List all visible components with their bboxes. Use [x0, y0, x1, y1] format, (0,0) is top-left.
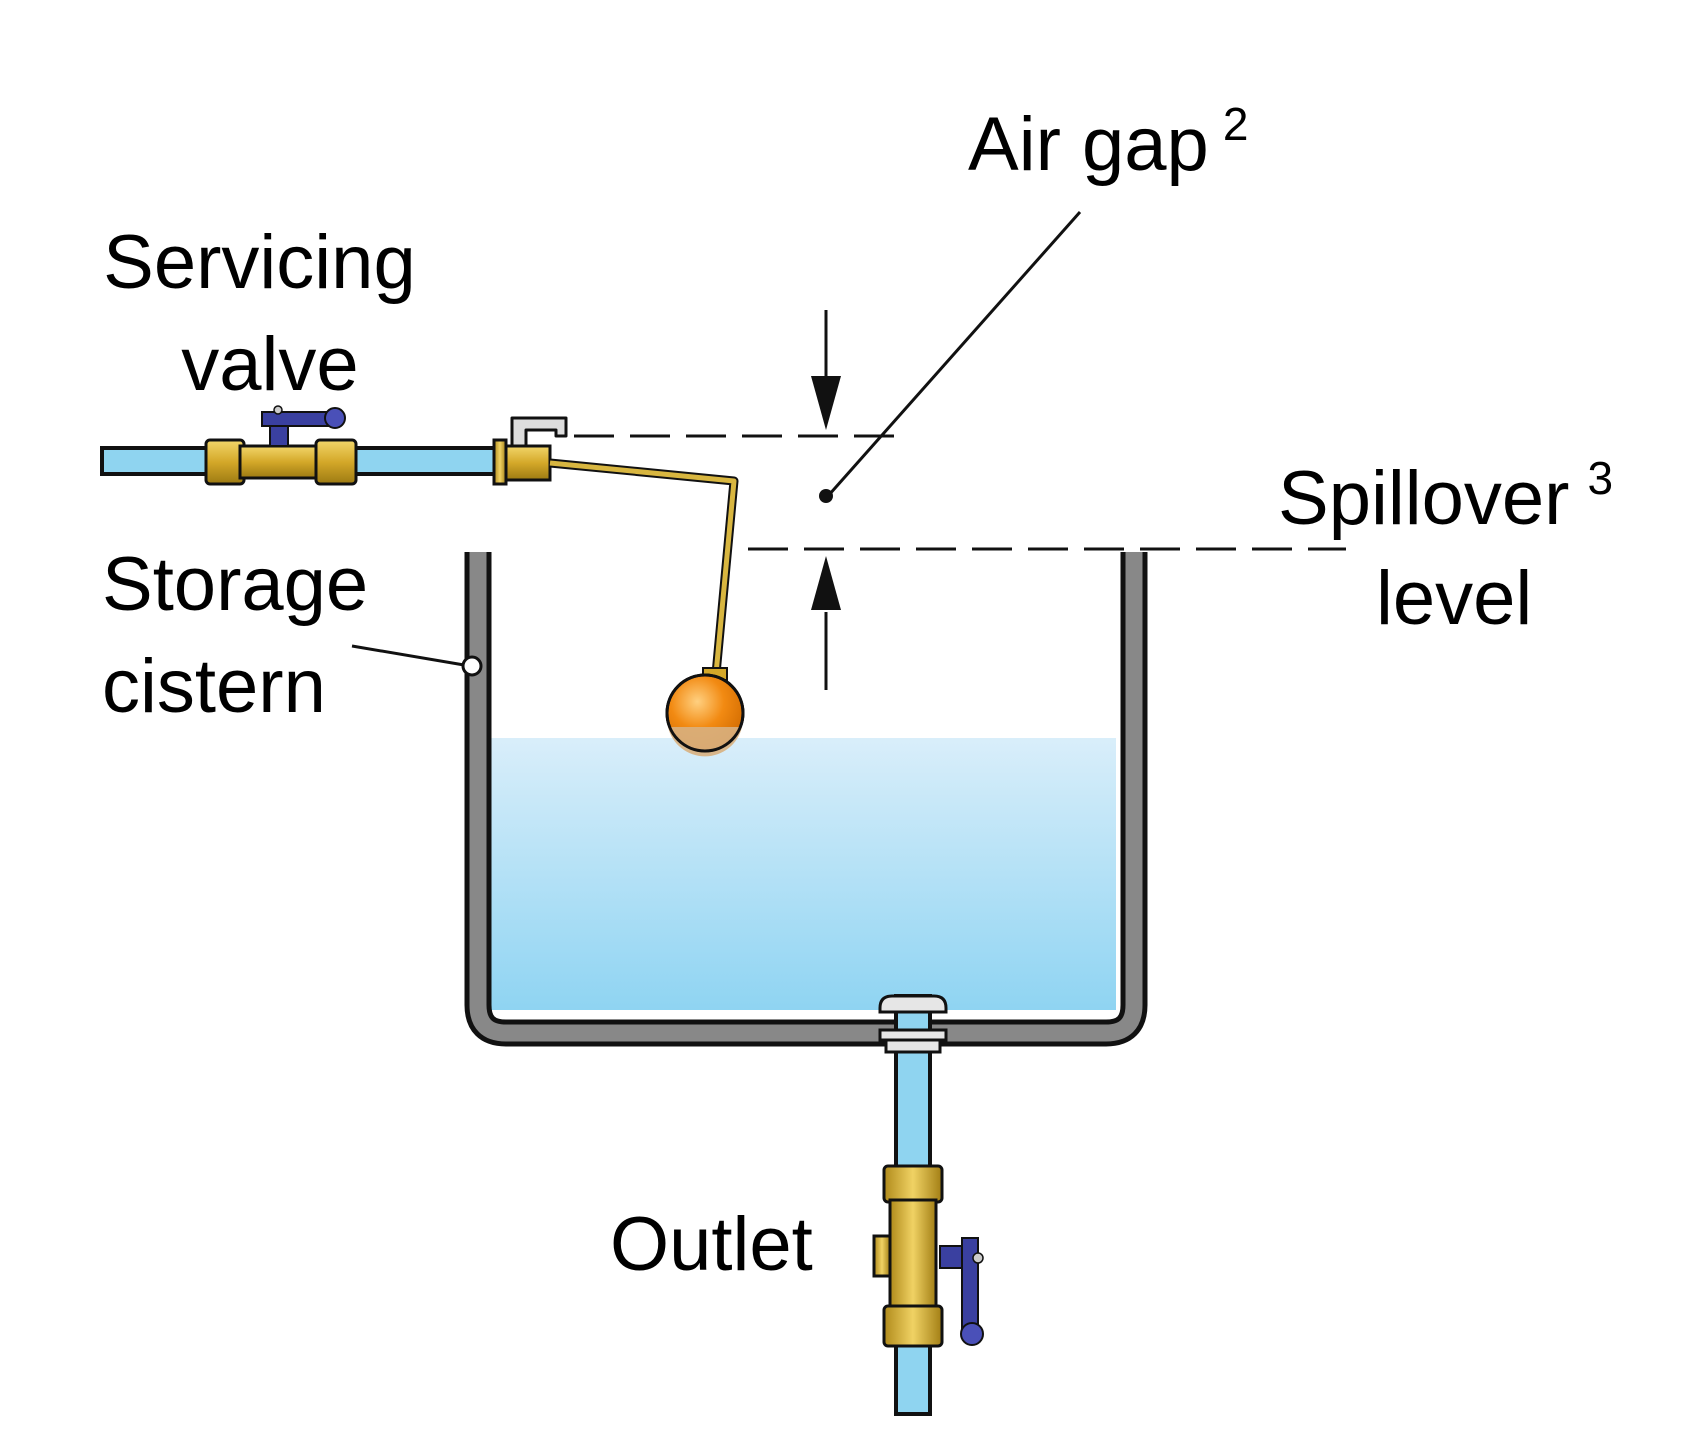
float-valve [492, 416, 568, 486]
outlet-label: Outlet [610, 1202, 813, 1287]
air-gap-arrows [811, 310, 841, 690]
float-arm [549, 458, 739, 675]
ball-valve-icon [204, 405, 358, 486]
float-ball-icon [665, 673, 745, 757]
stored-water [489, 738, 1116, 1010]
ball-valve-icon [872, 1164, 984, 1348]
servicing-valve-label: Servicing valve [103, 220, 437, 407]
servicing-valve[interactable] [204, 405, 358, 486]
storage-cistern-leader [351, 644, 483, 677]
outlet-valve[interactable] [872, 1164, 984, 1348]
storage-cistern-label: Storage cistern [102, 542, 389, 729]
air-gap-leader [819, 211, 1082, 503]
